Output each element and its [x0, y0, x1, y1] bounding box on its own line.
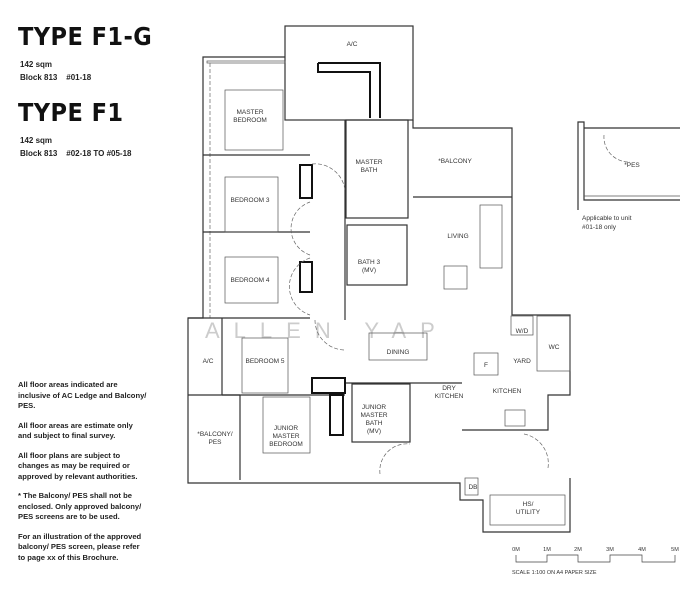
yard-label: YARD — [513, 358, 531, 365]
junior-master-bedroom-label: JUNIOR — [274, 425, 299, 432]
type-f1g-title: TYPE F1-G — [18, 22, 153, 51]
living-label: LIVING — [447, 233, 468, 240]
master-bath-label-2: BATH — [361, 167, 378, 174]
note: All floor areas are estimate only and su… — [18, 420, 133, 441]
bedroom4-label: BEDROOM 4 — [230, 277, 269, 284]
junior-master-bath-label: JUNIOR — [362, 404, 387, 411]
junior-master-bath-label-3: BATH — [366, 420, 383, 427]
dining-label: DINING — [387, 349, 410, 356]
dry-kitchen-label-2: KITCHEN — [435, 393, 464, 400]
scale-tick: 4M — [638, 547, 646, 553]
db-label: DB — [468, 484, 477, 491]
units: #01-18 — [66, 73, 92, 82]
pes-label: *PES — [624, 162, 640, 169]
junior-master-bedroom-label-3: BEDROOM — [269, 441, 303, 448]
ac-left-label: A/C — [203, 358, 214, 365]
fridge-label: F — [484, 362, 488, 369]
pes-note-line1: Applicable to unit — [582, 215, 632, 222]
balcony-label: *BALCONY — [438, 158, 472, 165]
block: Block 813 — [20, 149, 58, 158]
type-f1-block: Block 813 #02-18 TO #05-18 — [20, 149, 131, 158]
scale-tick: 2M — [574, 547, 582, 553]
wc-label: WC — [549, 344, 560, 351]
type-f1-area: 142 sqm — [20, 136, 53, 145]
master-bedroom-label: MASTER — [236, 109, 263, 116]
ac-top-label: A/C — [347, 41, 358, 48]
kitchen-label: KITCHEN — [493, 388, 522, 395]
pes-note-line2: #01-18 only — [582, 224, 617, 231]
notes: All floor areas indicated are inclusive … — [18, 380, 148, 572]
master-bedroom-label-2: BEDROOM — [233, 117, 267, 124]
type-f1g-area: 142 sqm — [20, 60, 53, 69]
door-swings — [289, 134, 631, 475]
scale-bar: 0M 1M 2M 3M 4M 5M SCALE 1:100 ON A4 PAPE… — [512, 547, 679, 576]
note: All floor areas indicated are inclusive … — [18, 380, 147, 410]
scale-tick: 1M — [543, 547, 551, 553]
walls — [187, 25, 571, 533]
hs-utility-label: HS/ — [523, 501, 534, 508]
watermark: ALLEN YAP — [205, 318, 449, 343]
scale-tick: 0M — [512, 547, 520, 553]
balcony-pes-label-2: PES — [208, 439, 222, 446]
junior-master-bath-label-2: MASTER — [360, 412, 387, 419]
scale-tick: 5M — [671, 547, 679, 553]
bedroom3-label: BEDROOM 3 — [230, 197, 269, 204]
balcony-pes-label: *BALCONY/ — [197, 431, 233, 438]
bedroom5-label: BEDROOM 5 — [245, 358, 284, 365]
scale-tick: 3M — [606, 547, 614, 553]
scale-caption: SCALE 1:100 ON A4 PAPER SIZE — [512, 570, 597, 576]
note: All floor plans are subject to changes a… — [18, 450, 138, 481]
furniture — [224, 89, 526, 454]
bath3-label-2: (MV) — [362, 267, 376, 274]
room-labels: A/C MASTER BEDROOM MASTER BATH *BALCONY … — [197, 41, 559, 516]
bath3-label: BATH 3 — [358, 259, 381, 266]
type-f1-title: TYPE F1 — [18, 98, 124, 127]
note: * The Balcony/ PES shall not be enclosed… — [18, 491, 142, 521]
units: #02-18 TO #05-18 — [66, 149, 132, 158]
junior-master-bedroom-label-2: MASTER — [272, 433, 299, 440]
dry-kitchen-label: DRY — [442, 385, 456, 392]
master-bath-label: MASTER — [355, 159, 382, 166]
pes-unit-01-18: *PES Applicable to unit #01-18 only — [577, 121, 680, 231]
type-f1g-block: Block 813 #01-18 — [20, 73, 91, 82]
wd-label: W/D — [516, 328, 529, 335]
block: Block 813 — [20, 73, 58, 82]
note: For an illustration of the approved balc… — [18, 531, 142, 562]
junior-master-bath-label-4: (MV) — [367, 428, 381, 435]
hs-utility-label-2: UTILITY — [516, 509, 541, 516]
